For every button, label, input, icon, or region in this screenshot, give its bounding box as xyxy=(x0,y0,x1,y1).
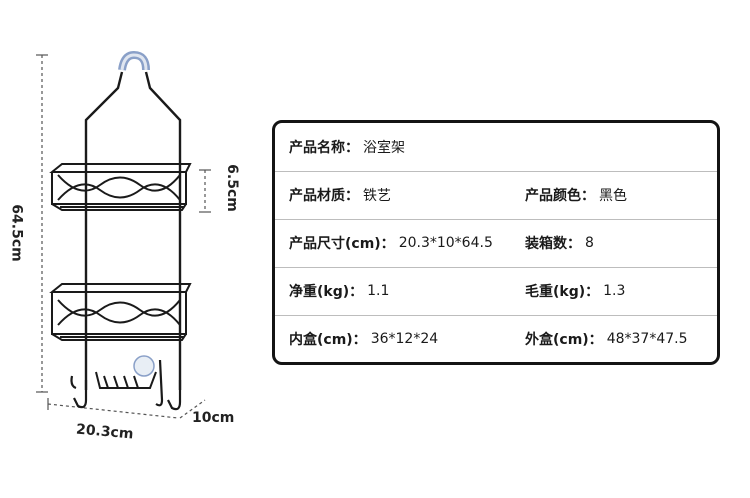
spec-key: 内盒(cm)： xyxy=(289,332,367,348)
spec-table: 产品名称： 浴室架 产品材质： 铁艺 产品颜色： 黑色 产品尺寸(cm)： 20… xyxy=(272,120,720,365)
depth-label: 10cm xyxy=(192,410,235,426)
shelf-gap-dimension-line xyxy=(199,169,211,213)
spec-cell: 产品名称： 浴室架 xyxy=(289,123,405,171)
spec-row-box: 内盒(cm)： 36*12*24 外盒(cm)： 48*37*47.5 xyxy=(275,315,717,362)
spec-cell: 内盒(cm)： 36*12*24 xyxy=(289,315,439,362)
spec-value: 48*37*47.5 xyxy=(606,331,688,347)
spec-key: 外盒(cm)： xyxy=(525,332,603,348)
bottom-shelf xyxy=(49,283,192,341)
spec-value: 黑色 xyxy=(599,188,627,204)
spec-key: 装箱数： xyxy=(525,236,581,252)
spec-row-material: 产品材质： 铁艺 产品颜色： 黑色 xyxy=(275,171,717,219)
spec-value: 铁艺 xyxy=(363,188,391,204)
spec-cell: 产品颜色： 黑色 xyxy=(525,171,627,219)
spec-key: 产品颜色： xyxy=(525,188,595,204)
spec-cell: 毛重(kg)： 1.3 xyxy=(525,267,625,315)
frame xyxy=(84,71,182,390)
spec-value: 36*12*24 xyxy=(370,331,439,347)
top-shelf xyxy=(49,163,192,211)
spec-key: 产品材质： xyxy=(289,188,359,204)
bottom-hooks xyxy=(70,359,182,411)
spec-key: 产品名称： xyxy=(289,140,359,156)
spec-value: 浴室架 xyxy=(363,140,405,156)
row-divider xyxy=(275,171,717,172)
row-divider xyxy=(275,219,717,220)
product-illustration: 64.5cm 6.5cm 20.3cm 10cm xyxy=(0,0,270,494)
shower-caddy-drawing xyxy=(36,50,211,419)
spec-key: 净重(kg)： xyxy=(289,284,364,300)
spec-row-name: 产品名称： 浴室架 xyxy=(275,123,717,171)
spec-cell: 装箱数： 8 xyxy=(525,219,594,267)
spec-row-weight: 净重(kg)： 1.1 毛重(kg)： 1.3 xyxy=(275,267,717,315)
suction-cup xyxy=(133,355,155,377)
row-divider xyxy=(275,315,717,316)
height-label: 64.5cm xyxy=(8,204,25,262)
spec-value: 8 xyxy=(585,235,594,251)
spec-value: 1.3 xyxy=(603,283,626,299)
spec-key: 毛重(kg)： xyxy=(525,284,600,300)
spec-key: 产品尺寸(cm)： xyxy=(289,236,395,252)
spec-row-size: 产品尺寸(cm)： 20.3*10*64.5 装箱数： 8 xyxy=(275,219,717,267)
row-divider xyxy=(275,267,717,268)
soap-dish xyxy=(95,371,157,389)
height-dimension-line xyxy=(36,54,48,393)
shelf-gap-label: 6.5cm xyxy=(223,164,240,212)
depth-dimension-line xyxy=(179,399,206,419)
spec-value: 1.1 xyxy=(367,283,390,299)
spec-value: 20.3*10*64.5 xyxy=(398,235,493,251)
width-dimension-line xyxy=(47,398,179,419)
spec-cell: 产品材质： 铁艺 xyxy=(289,171,391,219)
spec-cell: 外盒(cm)： 48*37*47.5 xyxy=(525,315,688,362)
spec-cell: 净重(kg)： 1.1 xyxy=(289,267,389,315)
spec-cell: 产品尺寸(cm)： 20.3*10*64.5 xyxy=(289,219,493,267)
